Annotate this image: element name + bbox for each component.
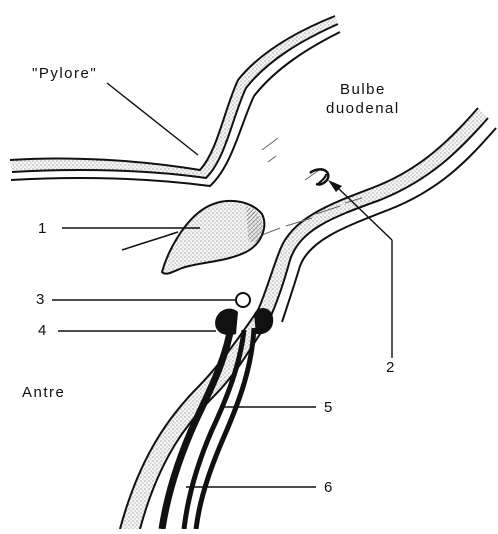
label-duodenal: duodenal — [326, 101, 400, 116]
label-antre: Antre — [22, 385, 65, 400]
lesion-1 — [122, 201, 264, 274]
hook-2 — [310, 169, 328, 184]
callout-5: 5 — [324, 400, 332, 415]
callout-4: 4 — [38, 323, 46, 338]
callout-6: 6 — [324, 480, 332, 495]
label-bulbe: Bulbe — [340, 82, 386, 97]
label-pylore: "Pylore" — [32, 66, 97, 81]
callout-3: 3 — [36, 292, 44, 307]
upper-stomach-wall — [10, 16, 340, 186]
callout-1: 1 — [38, 221, 46, 236]
ring-3 — [236, 293, 250, 307]
callout-2: 2 — [386, 360, 394, 375]
